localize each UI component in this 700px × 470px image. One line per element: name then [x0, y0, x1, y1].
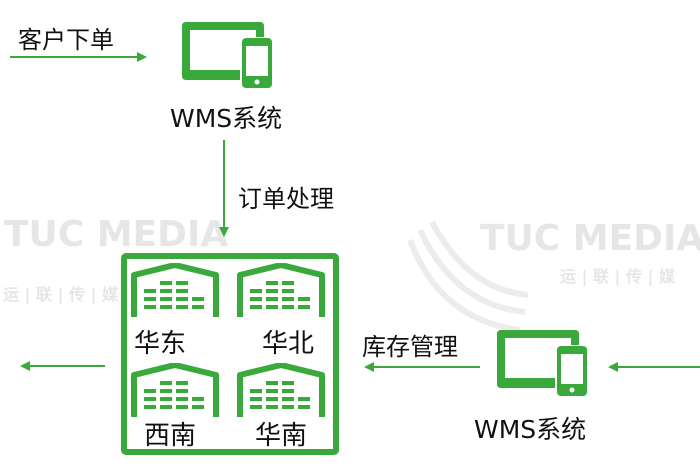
warehouse-label-southwest: 西南	[144, 421, 196, 451]
warehouse-label-north: 华北	[262, 329, 314, 359]
watermark: TUC MEDIA 运 | 联 | 传 | 媒 TUC MEDIA 运 | 联 …	[3, 214, 700, 333]
warehouse-label-east: 华东	[134, 329, 186, 359]
watermark-brand: TUC MEDIA	[4, 214, 228, 255]
watermark-chinese: 运 | 联 | 传 | 媒	[3, 285, 119, 305]
customer-order-label: 客户下单	[18, 26, 114, 54]
watermark-chinese-right: 运 | 联 | 传 | 媒	[560, 267, 676, 287]
wms-top-label: WMS系统	[170, 104, 282, 133]
warehouse-label-south: 华南	[255, 421, 307, 451]
watermark-brand-right: TUC MEDIA	[480, 218, 700, 259]
watermark-logo	[407, 220, 529, 333]
wms-device-icon-top	[182, 22, 272, 88]
wms-bottom-label: WMS系统	[474, 415, 586, 444]
inventory-management-label: 库存管理	[362, 333, 458, 361]
wms-device-icon-bottom	[497, 330, 587, 396]
order-processing-label: 订单处理	[238, 185, 334, 213]
